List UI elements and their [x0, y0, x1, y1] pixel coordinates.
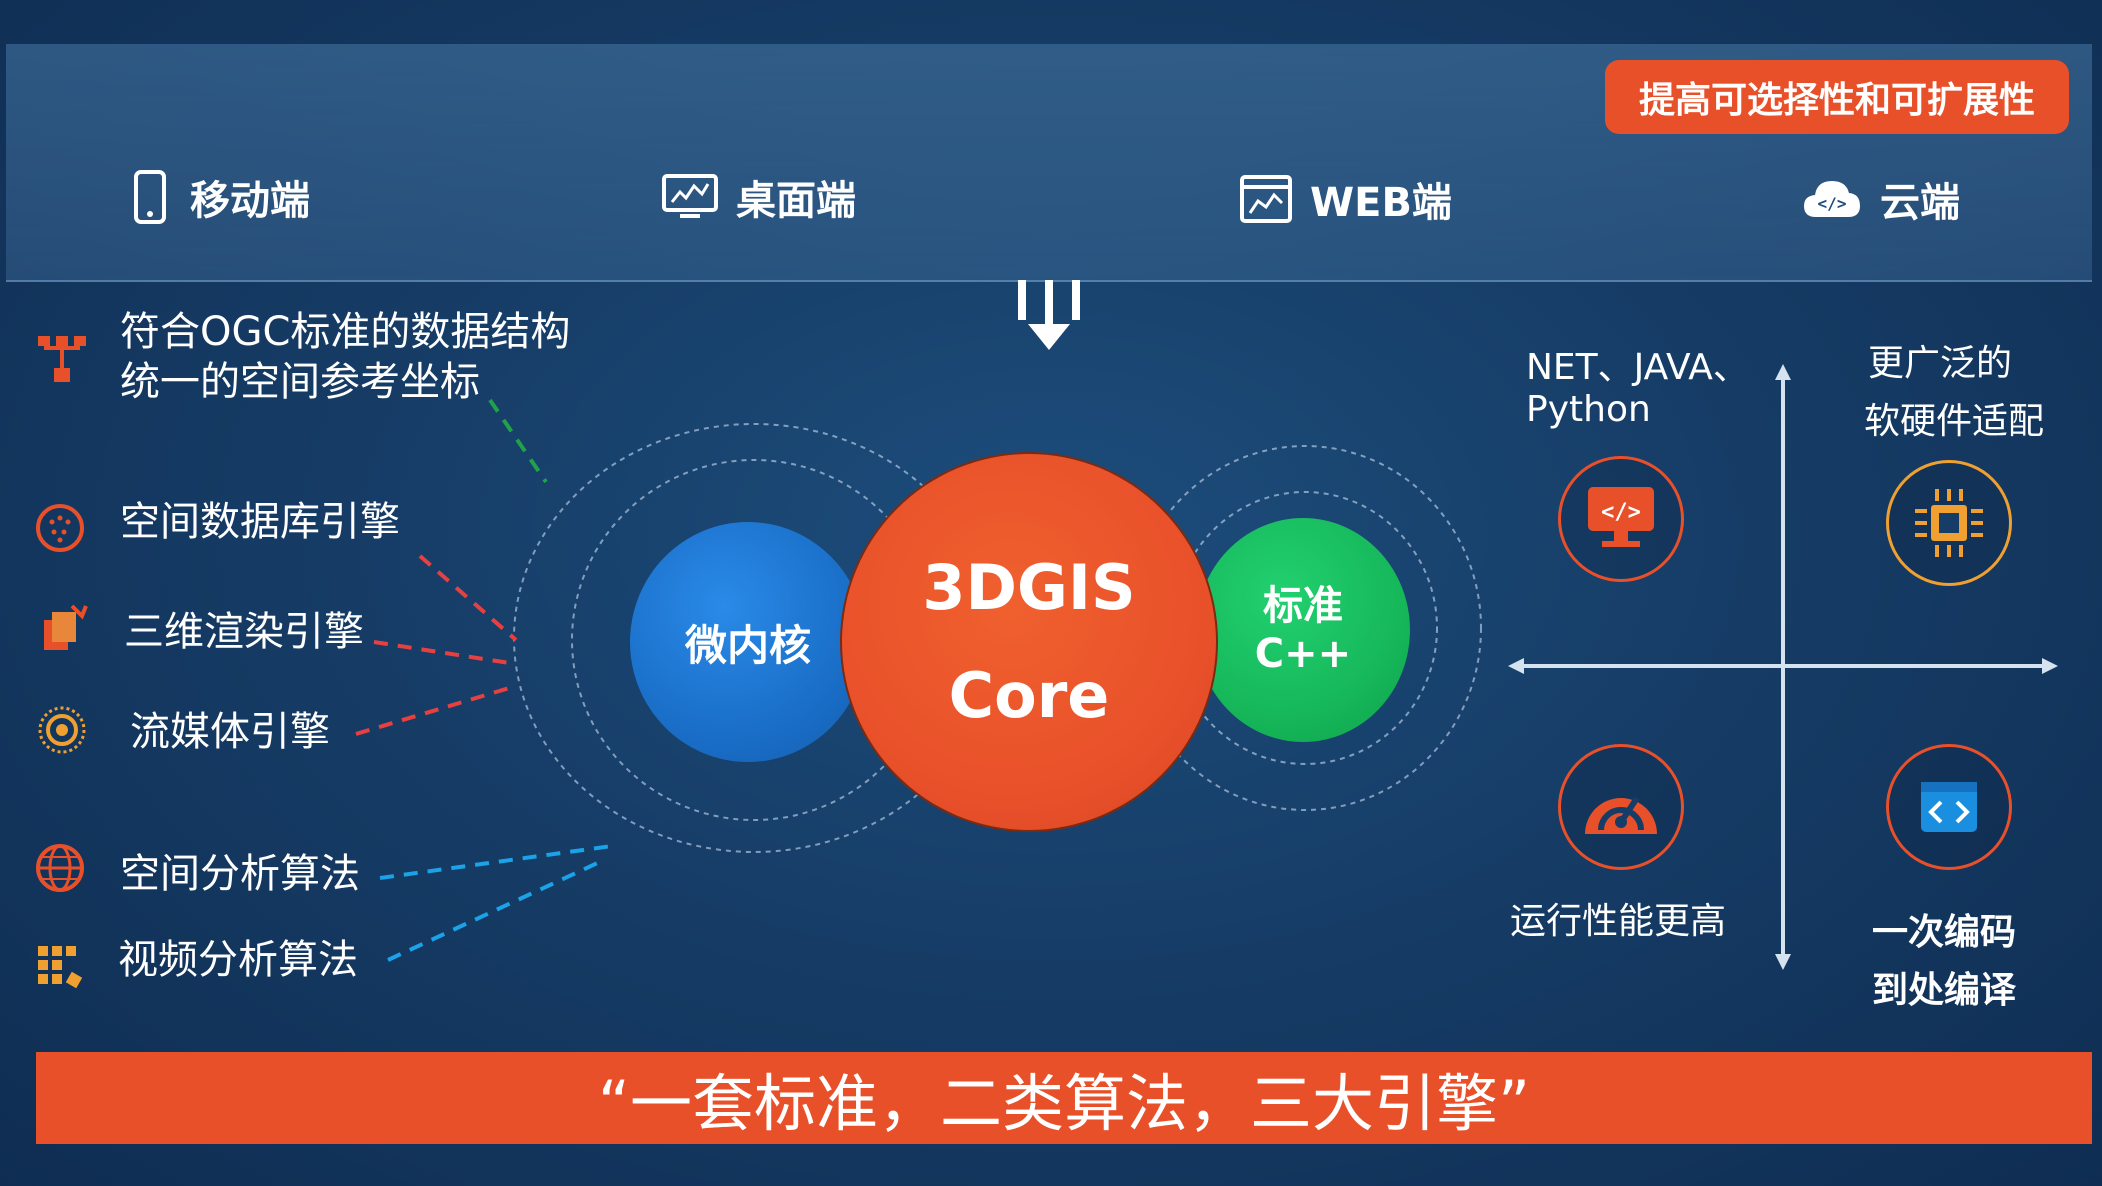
engine-database: 空间数据库引擎: [120, 499, 400, 545]
core-label-line2: Core: [948, 659, 1110, 732]
database-sphere-icon: [36, 504, 84, 552]
platform-desktop: 桌面端: [662, 168, 856, 226]
svg-text:</>: </>: [1818, 194, 1847, 213]
selectivity-badge: 提高可选择性和可扩展性: [1605, 60, 2069, 134]
code-window-icon-wrap: [1886, 744, 2012, 870]
q1-line-1: NET、JAVA、: [1526, 347, 1749, 388]
slogan-text: “一套标准，二类算法，三大引擎”: [597, 1067, 1531, 1140]
desktop-monitor-icon: [662, 174, 718, 218]
platform-label: 桌面端: [736, 178, 856, 224]
core-label-line1: 3DGIS: [922, 551, 1136, 624]
q4-line-1: 一次编码: [1872, 912, 2017, 953]
platform-web: WEB端: [1240, 170, 1452, 228]
q3-label: 运行性能更高: [1510, 901, 1727, 942]
chip-icon-wrap: [1886, 460, 2012, 586]
platform-cloud: </> 云端: [1802, 170, 1960, 228]
chip-icon: [1915, 489, 1983, 557]
code-monitor-icon: </>: [1588, 487, 1654, 547]
down-arrows-icon: [1018, 280, 1080, 350]
engine-streaming: 流媒体引擎: [130, 709, 330, 755]
platform-label: WEB端: [1310, 180, 1452, 226]
platform-label: 云端: [1880, 180, 1960, 226]
engine-3d-render: 三维渲染引擎: [124, 609, 364, 655]
web-browser-icon: [1240, 175, 1292, 223]
micro-kernel-label: 微内核: [684, 620, 811, 670]
algorithm-spatial: 空间分析算法: [120, 851, 360, 897]
q2-line-2: 软硬件适配: [1864, 401, 2045, 442]
standard-line-1: 符合OGC标准的数据结构: [120, 309, 571, 355]
3dgis-core-circle: 3DGIS Core: [840, 452, 1218, 832]
q4-line-2: 到处编译: [1872, 970, 2017, 1011]
speedometer-icon-wrap: [1558, 744, 1684, 870]
slogan-banner: “一套标准，二类算法，三大引擎”: [36, 1052, 2092, 1144]
streaming-target-icon: [38, 706, 86, 754]
micro-kernel-circle: 微内核: [630, 522, 866, 762]
algorithm-video: 视频分析算法: [118, 937, 358, 983]
svg-text:</>: </>: [1601, 500, 1641, 525]
mobile-phone-icon: [134, 170, 166, 224]
video-grid-icon: [38, 946, 83, 989]
hierarchy-icon: [38, 336, 86, 382]
code-window-icon: [1921, 782, 1977, 832]
q2-line-1: 更广泛的: [1868, 343, 2013, 384]
cloud-code-icon: </>: [1804, 181, 1860, 217]
platform-mobile: 移动端: [128, 168, 310, 226]
cpp-label-line2: C++: [1254, 631, 1352, 677]
speedometer-icon: [1585, 796, 1657, 834]
platform-label: 移动端: [190, 178, 310, 224]
standard-line-2: 统一的空间参考坐标: [120, 359, 480, 405]
q1-line-2: Python: [1526, 389, 1651, 430]
code-monitor-icon-wrap: </>: [1558, 456, 1684, 582]
cpp-circle: 标准 C++: [1196, 518, 1410, 742]
globe-icon: [36, 844, 84, 892]
cpp-label-line1: 标准: [1263, 583, 1343, 629]
render-layers-icon: [44, 604, 88, 650]
